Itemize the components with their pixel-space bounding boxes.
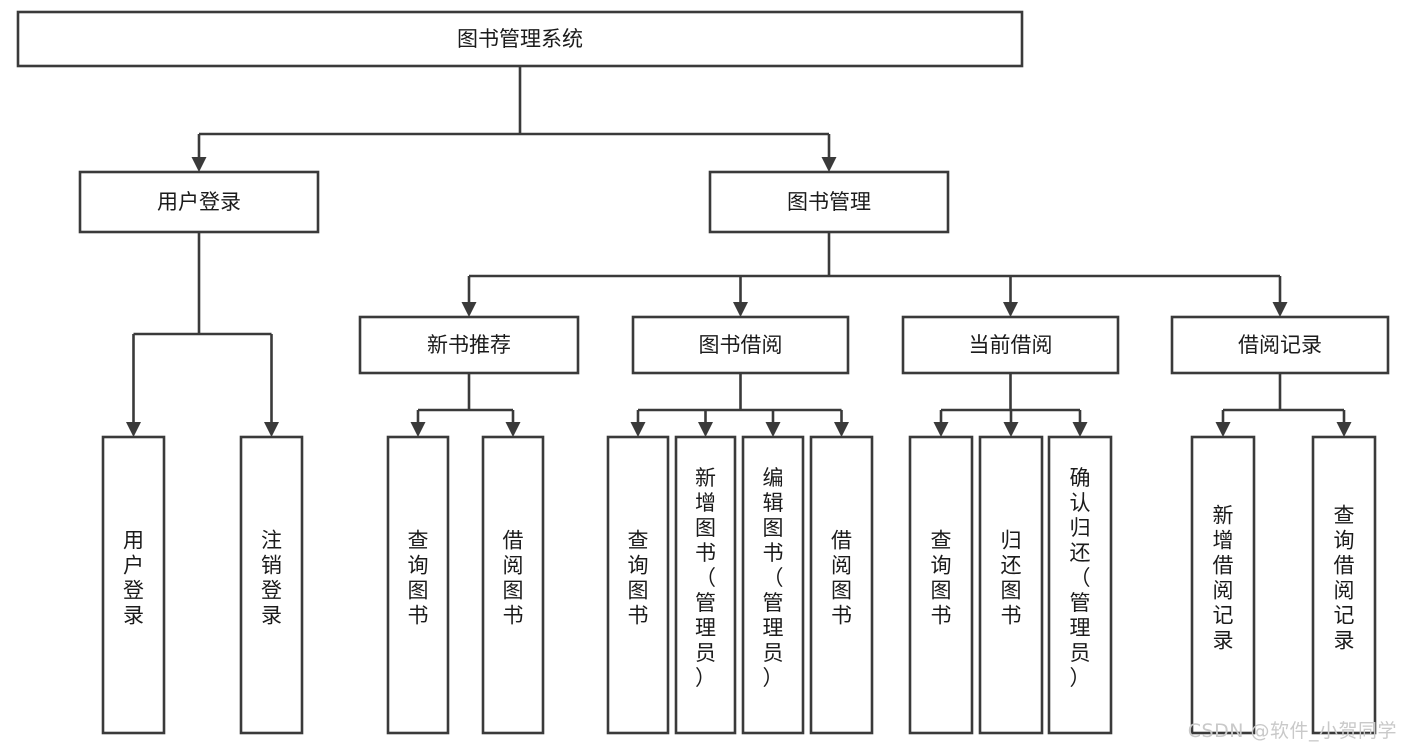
node-box-leaf-return-book — [978, 435, 1044, 735]
node-label-leaf-edit-book: 编辑图书（管理员） — [763, 466, 784, 690]
arrow-head-icon — [1003, 302, 1018, 317]
node-box-leaf-logout — [239, 435, 304, 735]
node-leaf-add-book[interactable]: 新增图书（管理员） — [674, 435, 737, 735]
node-label-new-book-recommend: 新书推荐 — [427, 333, 511, 357]
node-leaf-query-borrow-record[interactable]: 查询借阅记录 — [1311, 435, 1377, 735]
node-leaf-query-book-current[interactable]: 查询图书 — [908, 435, 974, 735]
node-current-borrow[interactable]: 当前借阅 — [901, 315, 1120, 375]
node-box-book-management — [708, 170, 950, 234]
arrow-head-icon — [264, 422, 279, 437]
node-leaf-borrow-book[interactable]: 借阅图书 — [809, 435, 874, 735]
node-user-login[interactable]: 用户登录 — [78, 170, 320, 234]
node-book-borrow[interactable]: 图书借阅 — [631, 315, 850, 375]
node-box-leaf-query-book-recommend — [386, 435, 450, 735]
node-label-leaf-add-book: 新增图书（管理员） — [695, 466, 716, 690]
arrow-head-icon — [933, 422, 949, 437]
node-box-new-book-recommend — [358, 315, 580, 375]
node-box-user-login — [78, 170, 320, 234]
node-box-leaf-borrow-book — [809, 435, 874, 735]
node-leaf-return-book[interactable]: 归还图书 — [978, 435, 1044, 735]
node-box-leaf-add-book — [674, 435, 737, 735]
node-leaf-logout[interactable]: 注销登录 — [239, 435, 304, 735]
node-label-leaf-query-book-recommend: 查询图书 — [408, 529, 429, 628]
node-leaf-borrow-book-recommend[interactable]: 借阅图书 — [481, 435, 545, 735]
connectors-layer — [126, 66, 1352, 437]
node-box-leaf-add-borrow-record — [1190, 435, 1256, 735]
arrow-head-icon — [461, 302, 477, 317]
node-box-current-borrow — [901, 315, 1120, 375]
node-leaf-confirm-return[interactable]: 确认归还（管理员） — [1047, 435, 1113, 735]
arrow-head-icon — [1215, 422, 1231, 437]
node-label-leaf-logout: 注销登录 — [261, 529, 282, 628]
node-box-leaf-query-book-borrow — [606, 435, 670, 735]
arrow-head-icon — [1272, 302, 1288, 317]
arrow-head-icon — [834, 422, 849, 437]
node-book-management[interactable]: 图书管理 — [708, 170, 950, 234]
node-label-leaf-query-book-current: 查询图书 — [931, 529, 952, 628]
arrow-head-icon — [1336, 422, 1352, 437]
node-label-book-management: 图书管理 — [787, 190, 871, 214]
node-new-book-recommend[interactable]: 新书推荐 — [358, 315, 580, 375]
node-leaf-edit-book[interactable]: 编辑图书（管理员） — [741, 435, 805, 735]
arrow-head-icon — [126, 422, 141, 437]
node-label-leaf-query-book-borrow: 查询图书 — [628, 529, 649, 628]
arrow-head-icon — [1003, 422, 1019, 437]
node-label-current-borrow: 当前借阅 — [969, 333, 1053, 357]
node-box-root — [16, 10, 1024, 68]
node-label-root: 图书管理系统 — [457, 27, 583, 51]
arrow-head-icon — [821, 157, 837, 172]
node-label-book-borrow: 图书借阅 — [699, 333, 783, 357]
node-box-leaf-edit-book — [741, 435, 805, 735]
nodes-layer: 图书管理系统用户登录图书管理新书推荐图书借阅当前借阅借阅记录用户登录注销登录查询… — [16, 10, 1390, 735]
node-label-leaf-confirm-return: 确认归还（管理员） — [1070, 466, 1091, 690]
node-box-leaf-confirm-return — [1047, 435, 1113, 735]
node-root[interactable]: 图书管理系统 — [16, 10, 1024, 68]
arrow-head-icon — [410, 422, 426, 437]
node-label-user-login: 用户登录 — [157, 190, 241, 214]
node-label-leaf-return-book: 归还图书 — [1001, 529, 1022, 628]
node-borrow-records[interactable]: 借阅记录 — [1170, 315, 1390, 375]
arrow-head-icon — [191, 157, 207, 172]
node-leaf-add-borrow-record[interactable]: 新增借阅记录 — [1190, 435, 1256, 735]
arrow-head-icon — [1072, 422, 1088, 437]
node-label-leaf-query-borrow-record: 查询借阅记录 — [1334, 504, 1355, 653]
node-leaf-query-book-borrow[interactable]: 查询图书 — [606, 435, 670, 735]
node-box-book-borrow — [631, 315, 850, 375]
arrow-head-icon — [505, 422, 521, 437]
node-box-leaf-user-login — [101, 435, 166, 735]
arrow-head-icon — [698, 422, 713, 437]
node-leaf-query-book-recommend[interactable]: 查询图书 — [386, 435, 450, 735]
node-box-borrow-records — [1170, 315, 1390, 375]
node-box-leaf-borrow-book-recommend — [481, 435, 545, 735]
node-leaf-user-login[interactable]: 用户登录 — [101, 435, 166, 735]
arrow-head-icon — [630, 422, 646, 437]
node-box-leaf-query-borrow-record — [1311, 435, 1377, 735]
node-label-borrow-records: 借阅记录 — [1238, 333, 1322, 357]
node-label-leaf-borrow-book: 借阅图书 — [831, 529, 852, 628]
node-box-leaf-query-book-current — [908, 435, 974, 735]
node-label-leaf-user-login: 用户登录 — [123, 529, 144, 628]
node-label-leaf-borrow-book-recommend: 借阅图书 — [503, 529, 524, 628]
arrow-head-icon — [733, 302, 748, 317]
arrow-head-icon — [765, 422, 781, 437]
node-label-leaf-add-borrow-record: 新增借阅记录 — [1213, 504, 1234, 653]
